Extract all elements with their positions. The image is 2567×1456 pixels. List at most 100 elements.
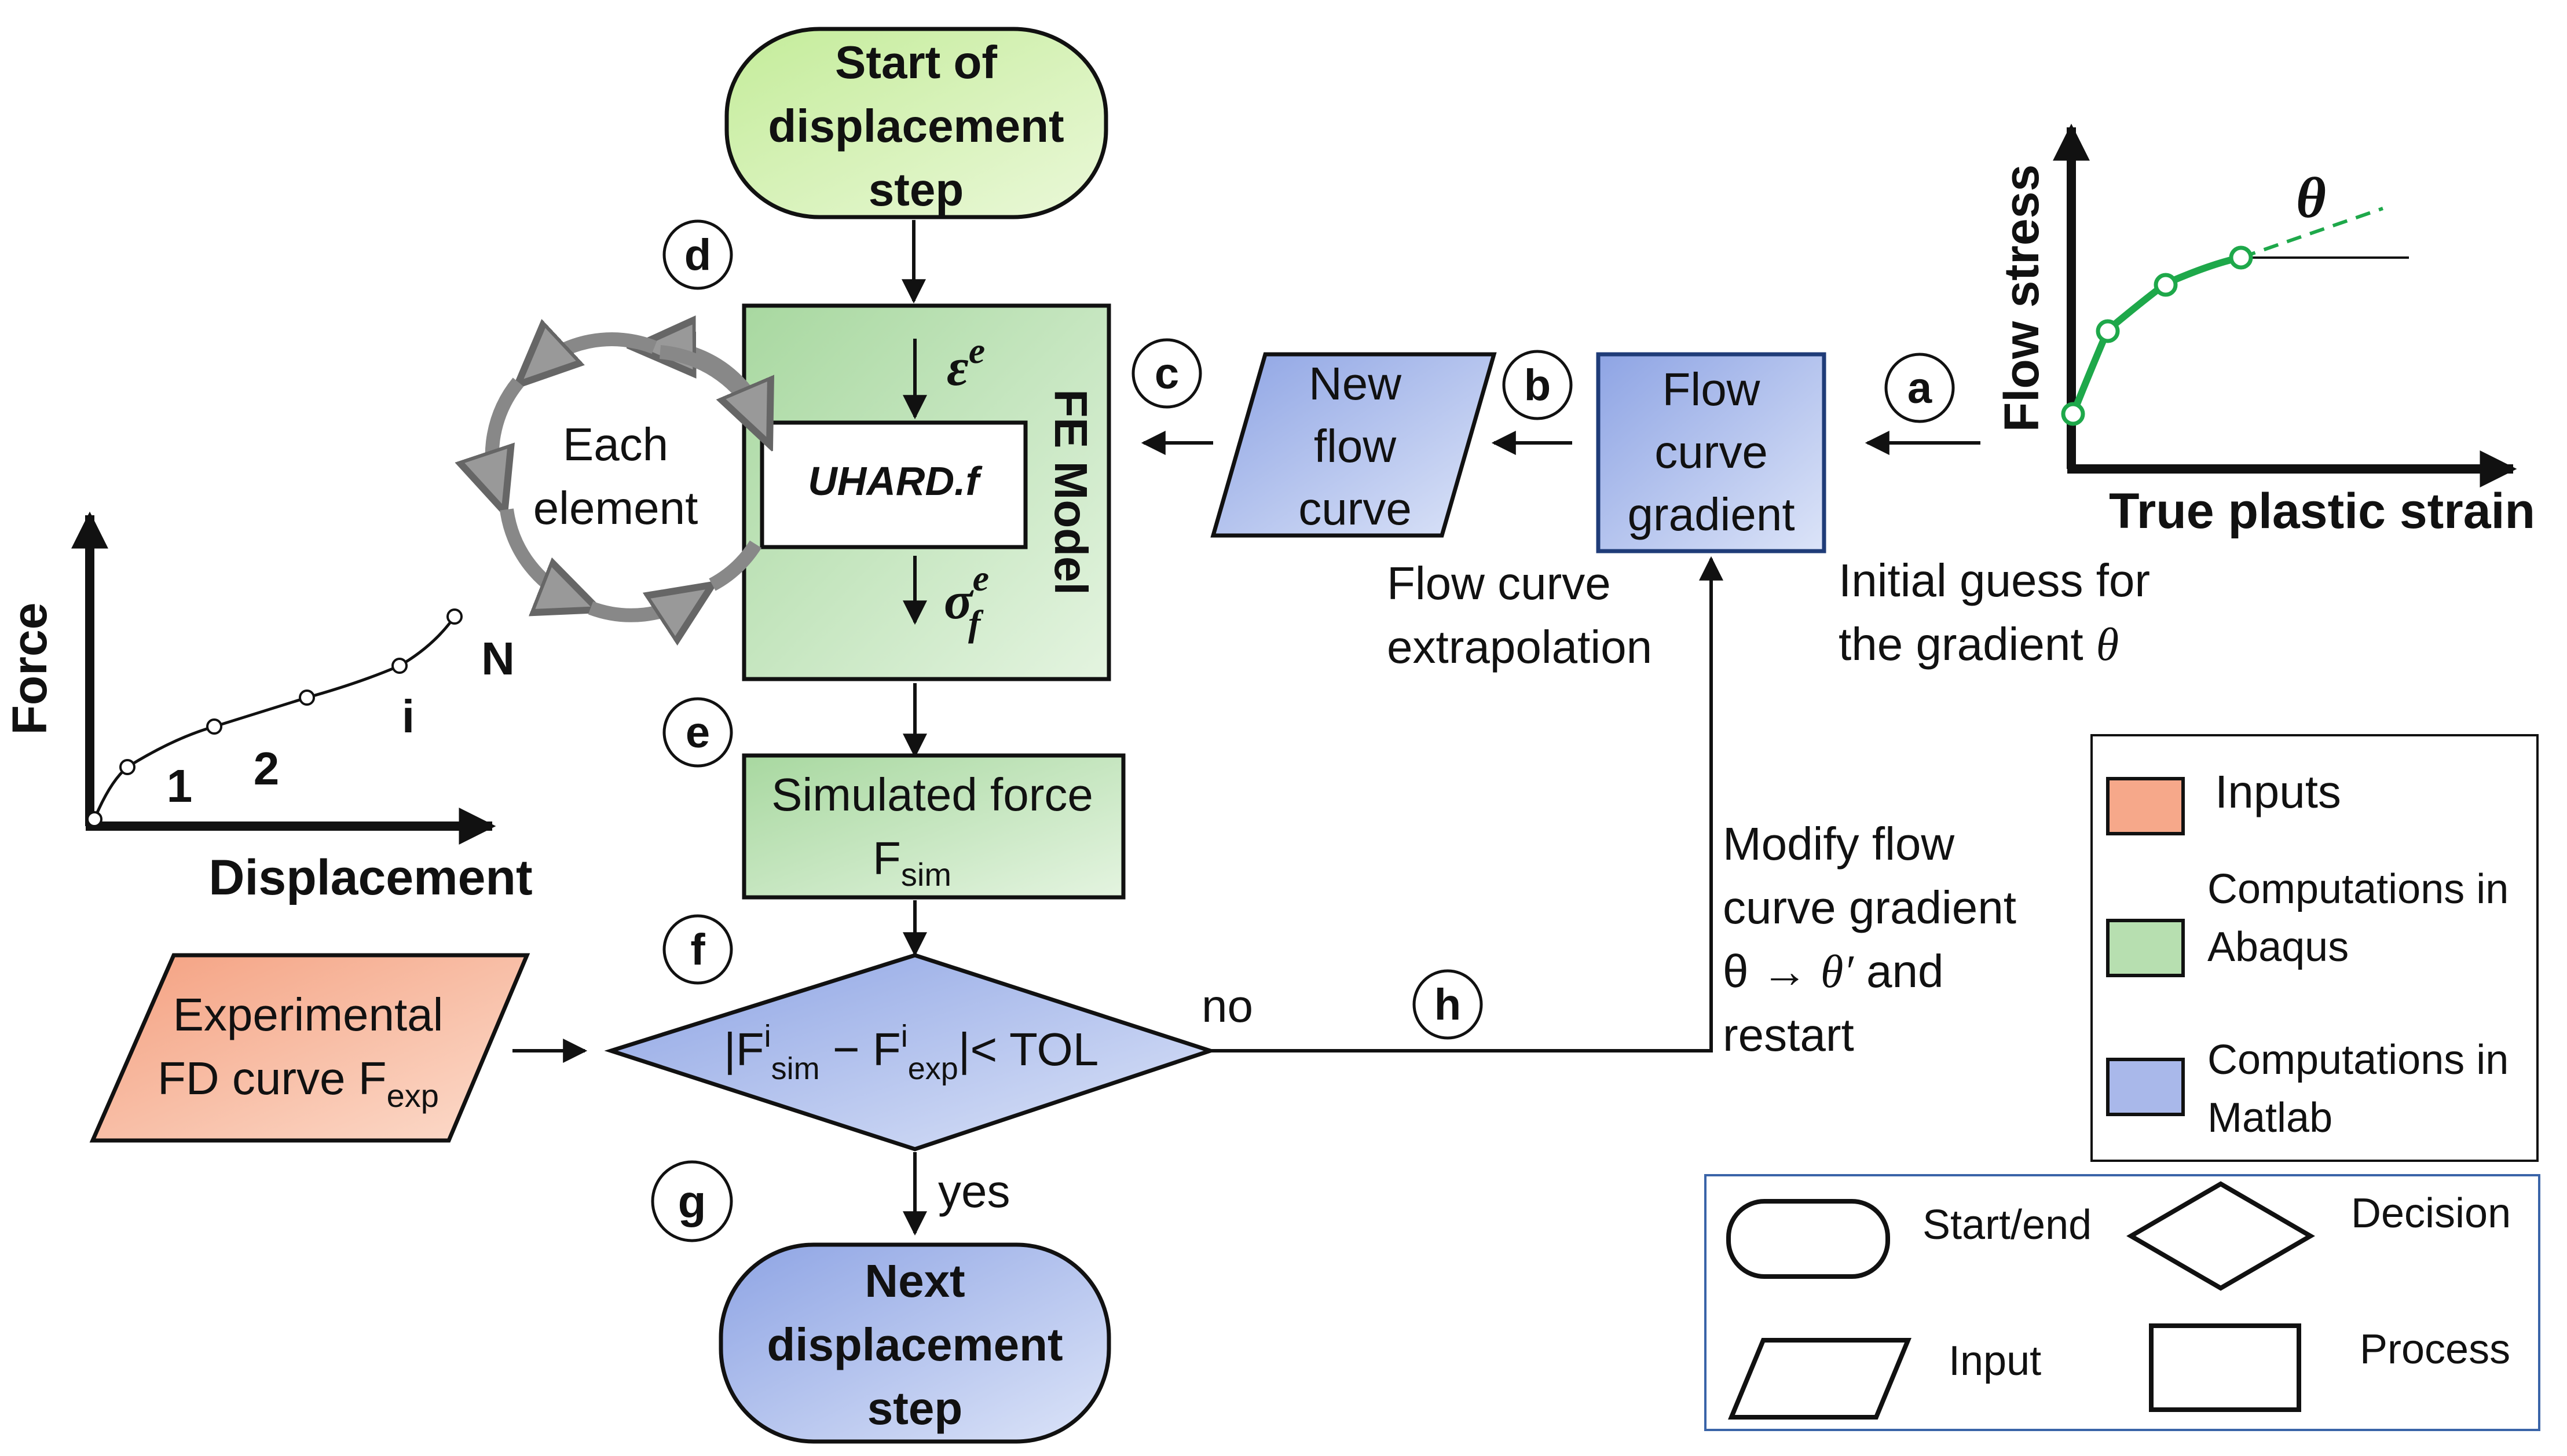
step-label-g: g [651,1160,733,1242]
next-step-node: Next displacement step [719,1242,1111,1444]
force-point [299,690,315,706]
svg-text:restart: restart [1723,1009,1854,1061]
legend-decision-shape [2126,1181,2315,1291]
flow-point [2154,273,2178,297]
svg-text:Flow: Flow [1662,364,1760,415]
svg-text:d: d [684,230,711,280]
step-label-f: f [662,914,733,985]
svg-text:gradient: gradient [1627,489,1795,540]
decision-condition: |Fisim − Fiexp|< TOL [724,1019,1098,1086]
flow-stress-plot: θ Flow stress True plastic strain [1994,123,2535,539]
legend-input-shape [1728,1338,1911,1420]
force-point-label-i: i [402,691,415,742]
color-legend: Inputs Computations in Abaqus Computatio… [2090,734,2539,1162]
experimental-line-2: FD curve Fexp [158,1052,439,1114]
force-point [206,718,222,735]
svg-text:curve: curve [1298,483,1412,534]
experimental-line-1: Experimental [173,989,444,1040]
flow-point [2061,402,2085,426]
start-step-line-1: Start of [835,36,997,88]
arrow-no-loop [1210,556,1723,1052]
svg-text:the gradient θ: the gradient θ [1839,618,2119,670]
simulated-force-line-1: Simulated force [771,769,1093,820]
force-displacement-plot: 1 2 i N Force Displacement [2,511,533,905]
svg-text:Decision: Decision [2351,1190,2511,1237]
svg-text:Matlab: Matlab [2207,1095,2332,1141]
svg-text:Process: Process [2360,1326,2510,1373]
svg-text:Computations in: Computations in [2207,866,2509,912]
svg-text:e: e [686,708,710,757]
flow-curve-extrapolation [2240,207,2383,259]
force-point [391,658,408,674]
flow-plot-xlabel: True plastic strain [2109,483,2535,539]
svg-text:New: New [1309,358,1401,409]
force-plot-ylabel: Force [2,603,57,735]
force-plot-xlabel: Displacement [208,850,532,905]
step-label-e: e [662,697,733,768]
force-point-label-n: N [481,633,515,684]
legend-swatch-matlab [2106,1058,2185,1116]
theta-label: θ [2296,166,2326,230]
svg-text:θ → θ′ and: θ → θ′ and [1723,945,1943,997]
each-element-line-1: Each [563,419,668,470]
svg-text:curve: curve [1654,426,1768,478]
legend-swatch-abaqus [2106,919,2185,977]
svg-text:f: f [690,925,705,974]
uhard-subroutine-box: UHARD.f [760,420,1028,549]
svg-text:b: b [1524,361,1551,410]
step-label-d: d [662,219,733,290]
start-step-node: Start of displacement step [724,27,1108,219]
force-point [119,759,136,775]
svg-text:Start/end: Start/end [1922,1202,2092,1248]
each-element-line-2: element [533,482,698,534]
flow-curve [2070,254,2242,416]
start-step-line-2: displacement [768,100,1064,152]
next-step-line-2: displacement [767,1319,1063,1370]
svg-text:Input: Input [1949,1338,2041,1384]
start-step-line-3: step [869,164,964,215]
experimental-input-node: Experimental FD curve Fexp [89,953,530,1143]
svg-text:h: h [1434,980,1461,1029]
svg-text:Computations in: Computations in [2207,1037,2509,1083]
svg-text:Flow curve: Flow curve [1387,558,1611,609]
svg-text:Abaqus: Abaqus [2207,924,2349,970]
fe-model-title: FE Model [1045,389,1097,595]
legend-swatch-inputs [2106,777,2185,835]
flow-point [2096,319,2120,343]
branch-no-label: no [1202,980,1253,1032]
branch-yes-label: yes [938,1165,1010,1217]
step-label-h: h [1412,969,1483,1040]
flow-point [2229,245,2253,270]
svg-text:Initial guess for: Initial guess for [1839,555,2150,606]
simulated-force-symbol: Fsim [873,832,951,893]
uhard-label: UHARD.f [808,459,983,504]
legend-start-end-shape [1726,1199,1890,1279]
modify-gradient-note: Modify flow curve gradient θ → θ′ and re… [1723,818,2016,1061]
extrapolation-note: Flow curve extrapolation [1387,558,1652,673]
simulated-force-node: Simulated force Fsim [742,753,1126,900]
svg-text:flow: flow [1314,420,1396,472]
step-label-b: b [1502,350,1573,420]
strain-symbol: εe [947,330,985,397]
force-point [446,608,463,625]
svg-text:c: c [1155,349,1179,398]
svg-text:g: g [678,1176,706,1227]
step-label-c: c [1131,338,1202,409]
initial-guess-note: Initial guess for the gradient θ [1839,555,2150,670]
force-point [86,811,102,827]
shape-legend: Start/end Decision Input Process [1704,1174,2540,1431]
legend-process-shape [2149,1323,2301,1412]
step-label-a: a [1884,353,1955,423]
svg-text:Modify flow: Modify flow [1723,818,1954,870]
new-flow-curve-node: New flow curve [1210,352,1497,538]
flow-plot-ylabel: Flow stress [1994,164,2049,432]
flow-curve-gradient-node: Flow curve gradient [1596,352,1826,553]
each-element-cycle: Each element [492,339,761,615]
tolerance-decision: |Fisim − Fiexp|< TOL [604,953,1217,1151]
svg-text:curve gradient: curve gradient [1723,882,2016,933]
legend-inputs-label: Inputs [2215,766,2341,817]
svg-text:a: a [1907,364,1932,413]
